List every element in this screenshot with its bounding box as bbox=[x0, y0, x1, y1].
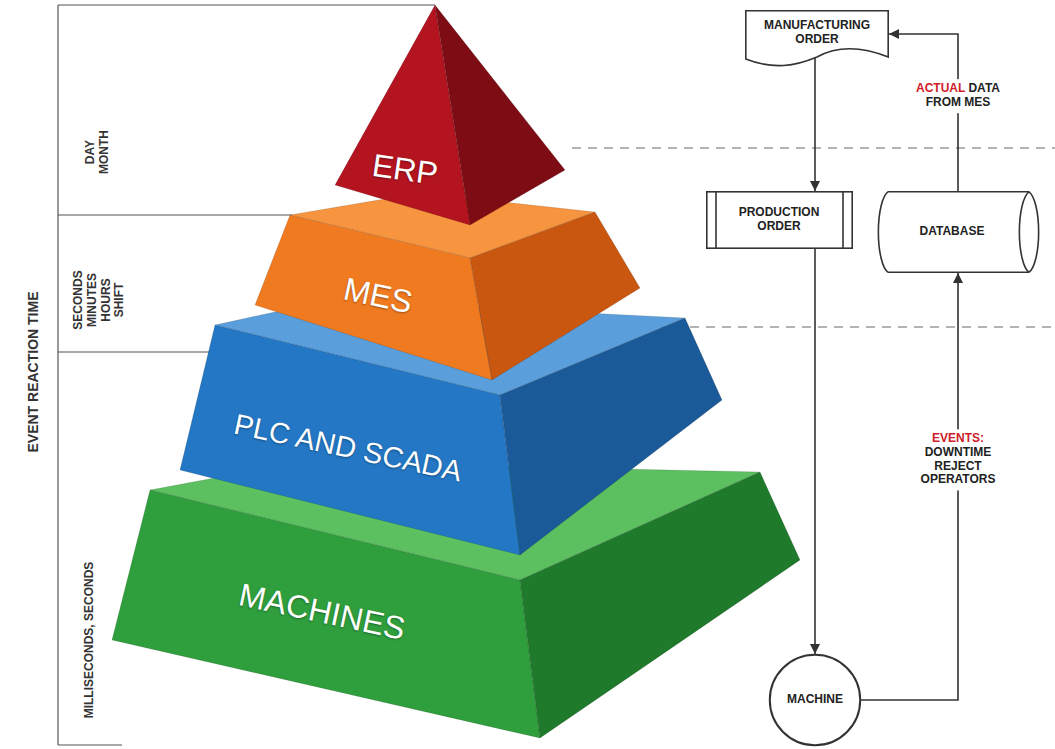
layer-shape bbox=[335, 5, 567, 227]
node-text: MANUFACTURING ORDER bbox=[756, 19, 878, 47]
document-outline bbox=[746, 11, 888, 66]
document-box: MANUFACTURING ORDER bbox=[745, 10, 889, 66]
node-text: DATABASE bbox=[920, 225, 985, 239]
node-text: PRODUCTION ORDER bbox=[727, 206, 832, 234]
process-outline bbox=[706, 192, 851, 248]
level-divider bbox=[572, 147, 1055, 149]
process-side-bar bbox=[715, 192, 717, 248]
node-text: MACHINE bbox=[787, 693, 843, 707]
machine-circle: MACHINE bbox=[769, 654, 861, 746]
frame-line bbox=[58, 744, 122, 745]
process-box: PRODUCTION ORDER bbox=[706, 191, 853, 249]
time-scale-label: SECONDS MINUTES HOURS SHIFT bbox=[72, 264, 127, 336]
erp-layer: ERP bbox=[335, 5, 567, 227]
process-side-bar bbox=[842, 192, 844, 248]
layer-shape bbox=[255, 193, 641, 381]
flow-arrow bbox=[814, 58, 816, 191]
frame-line bbox=[58, 4, 435, 5]
circle-outline bbox=[770, 655, 860, 745]
mes-layer: MES bbox=[255, 193, 641, 381]
event-heading: ACTUAL bbox=[916, 81, 965, 95]
level-divider bbox=[642, 326, 1055, 328]
cylinder-end bbox=[1019, 192, 1029, 272]
layer-face bbox=[112, 490, 540, 738]
edge-label: EVENTS: DOWNTIME REJECT OPERATORS bbox=[911, 429, 1005, 490]
flow-arrow bbox=[814, 249, 816, 654]
axis-title: EVENT REACTION TIME bbox=[25, 291, 41, 452]
edge-label: ACTUAL DATA FROM MES bbox=[911, 79, 1005, 113]
time-scale-label: DAY MONTH bbox=[84, 124, 112, 180]
database-cylinder: DATABASE bbox=[876, 191, 1041, 273]
layer-face bbox=[520, 472, 800, 738]
cylinder-outline bbox=[878, 192, 1038, 272]
frame-line bbox=[57, 5, 58, 745]
layer-face bbox=[435, 5, 565, 225]
event-heading: EVENTS: bbox=[932, 431, 984, 445]
frame-line bbox=[58, 214, 292, 215]
time-scale-label: MILLISECONDS, SECONDS bbox=[83, 562, 97, 719]
frame-line bbox=[58, 351, 212, 352]
